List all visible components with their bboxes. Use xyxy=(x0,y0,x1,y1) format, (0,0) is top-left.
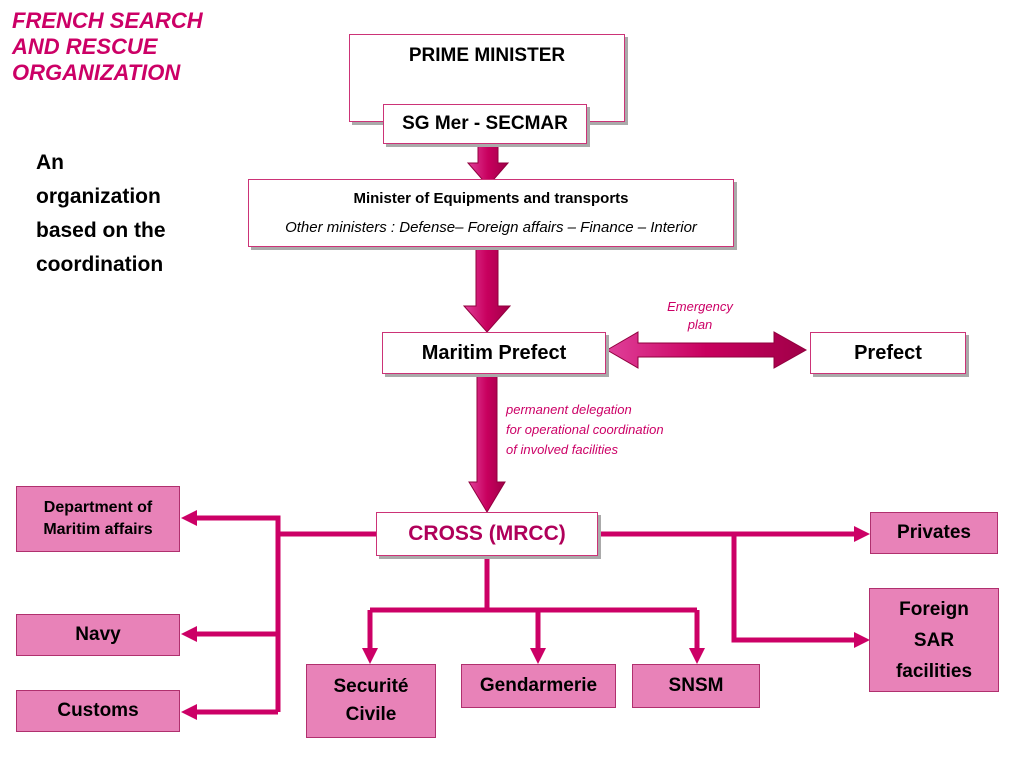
node-prefect: Prefect xyxy=(810,332,966,374)
arrowhead-gendarmerie xyxy=(530,648,546,664)
arrowhead-privates xyxy=(854,526,870,542)
node-minister-line2: Other ministers : Defense– Foreign affai… xyxy=(285,219,697,236)
node-maritim-prefect: Maritim Prefect xyxy=(382,332,606,374)
node-cross-label: CROSS (MRCC) xyxy=(408,522,566,545)
node-sg-mer: SG Mer - SECMAR xyxy=(383,104,587,144)
node-minister-line1: Minister of Equipments and transports xyxy=(353,190,629,207)
node-foreign-sar: Foreign SAR facilities xyxy=(869,588,999,692)
bottom-branch-connector xyxy=(367,556,700,650)
arrow-sg-to-minister xyxy=(466,142,510,187)
node-maritim-prefect-label: Maritim Prefect xyxy=(421,341,567,364)
arrow-prefect-to-cross xyxy=(468,373,506,513)
arrowhead-securite xyxy=(362,648,378,664)
node-navy: Navy xyxy=(16,614,180,656)
arrowhead-navy xyxy=(181,626,197,642)
arrowhead-snsm xyxy=(689,648,705,664)
node-prime-minister-label: PRIME MINISTER xyxy=(408,45,566,66)
node-snsm: SNSM xyxy=(632,664,760,708)
delegation-annotation: permanent delegation for operational coo… xyxy=(506,402,664,457)
right-branch-connector xyxy=(598,531,854,643)
node-cross: CROSS (MRCC) xyxy=(376,512,598,556)
arrowhead-dept xyxy=(181,510,197,526)
arrowhead-customs xyxy=(181,704,197,720)
node-dept-maritim: Department of Maritim affairs xyxy=(16,486,180,552)
node-minister: Minister of Equipments and transports Ot… xyxy=(248,179,734,247)
arrow-minister-to-prefect xyxy=(462,245,512,333)
node-customs: Customs xyxy=(16,690,180,732)
node-prefect-label: Prefect xyxy=(854,341,922,364)
page-title: FRENCH SEARCH AND RESCUE ORGANIZATION xyxy=(12,8,203,85)
page-subtitle: An organization based on the coordinatio… xyxy=(36,151,166,276)
node-securite-civile: Securité Civile xyxy=(306,664,436,738)
arrowhead-foreign-sar xyxy=(854,632,870,648)
node-sg-mer-label: SG Mer - SECMAR xyxy=(402,113,568,134)
node-privates: Privates xyxy=(870,512,998,554)
arrow-emergency-plan xyxy=(606,331,808,369)
node-gendarmerie: Gendarmerie xyxy=(461,664,616,708)
left-branch-connector xyxy=(196,515,376,715)
emergency-plan-annotation: Emergency plan xyxy=(667,299,733,332)
